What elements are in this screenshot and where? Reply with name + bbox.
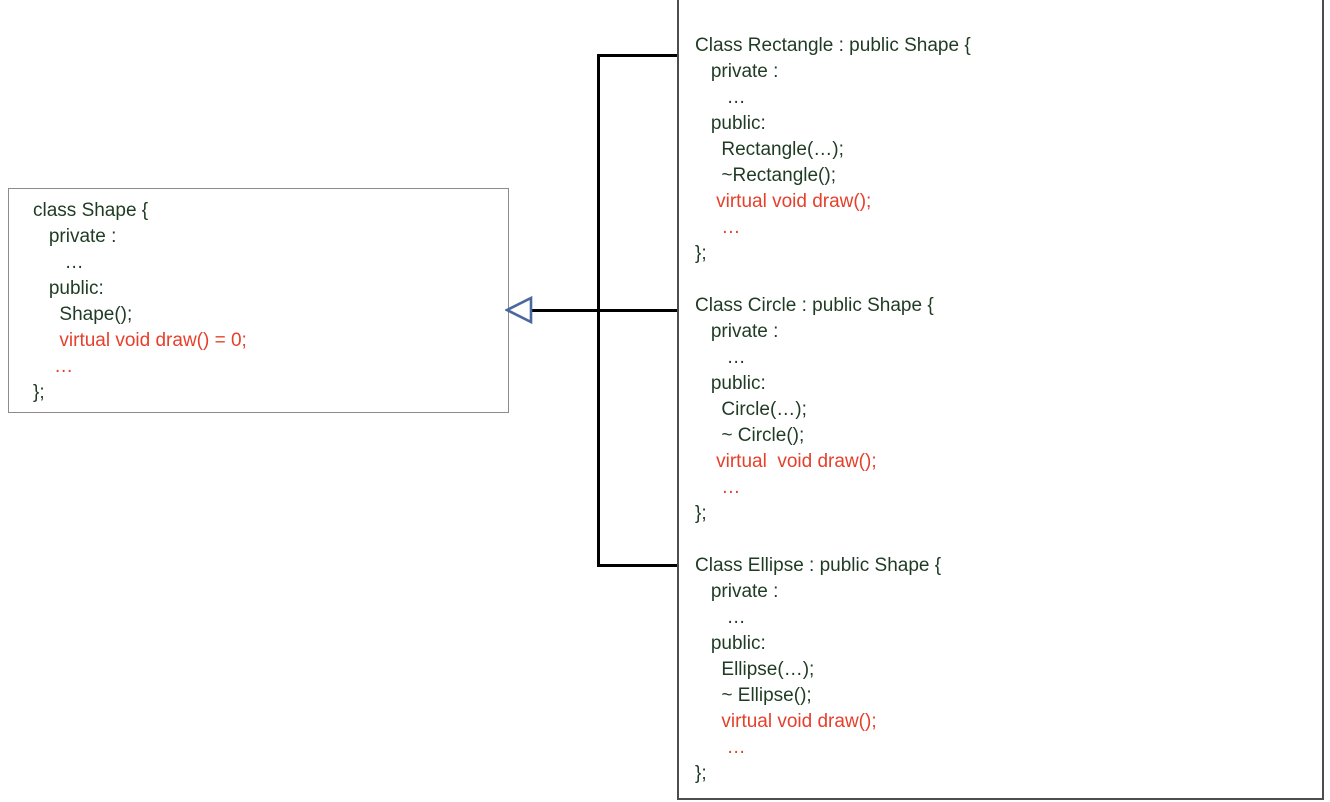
class-section-circle: Class Circle : public Shape { private : … [695,293,1322,527]
derived-classes-panel: Class Rectangle : public Shape { private… [677,0,1324,800]
code-line: Class Circle : public Shape { [695,295,934,316]
code-line: ~Rectangle(); [695,165,836,186]
code-line: public: [695,113,766,134]
code-line: public: [33,278,104,299]
code-line: ~ Circle(); [695,425,805,446]
code-line: private : [695,61,779,82]
base-class-box-shape: class Shape { private : … public: Shape(… [8,188,509,413]
code-line: Class Ellipse : public Shape { [695,555,942,576]
code-line: … [695,477,741,498]
code-line: … [695,607,746,628]
code-line: … [695,737,746,758]
code-line: … [695,87,746,108]
code-line: }; [33,382,45,403]
code-line: virtual void draw(); [695,711,877,732]
code-line: Class Rectangle : public Shape { [695,35,971,56]
code-line: private : [695,581,779,602]
code-line: Rectangle(…); [695,139,844,160]
code-line: virtual void draw(); [695,451,877,472]
code-line: class Shape { [33,200,149,221]
code-line: virtual void draw(); [695,191,872,212]
code-line: }; [695,503,707,524]
code-line: Shape(); [33,304,133,325]
code-line: private : [33,226,117,247]
code-line: public: [695,373,766,394]
code-line: Circle(…); [695,399,807,420]
code-line: … [33,252,84,273]
class-section-rectangle: Class Rectangle : public Shape { private… [695,33,1322,267]
code-line: … [33,356,74,377]
code-line: public: [695,633,766,654]
connector-branch-circle [529,309,677,312]
code-line: }; [695,243,707,264]
connector-branch-ellipse [597,564,677,567]
code-line: private : [695,321,779,342]
code-line: … [695,217,741,238]
class-section-ellipse: Class Ellipse : public Shape { private :… [695,553,1322,787]
code-line: … [695,347,746,368]
code-line: ~ Ellipse(); [695,685,812,706]
inheritance-arrowhead-icon [505,296,533,324]
connector-branch-rectangle [597,54,677,57]
code-line: }; [695,763,707,784]
code-line: Ellipse(…); [695,659,815,680]
code-line: virtual void draw() = 0; [33,330,247,351]
